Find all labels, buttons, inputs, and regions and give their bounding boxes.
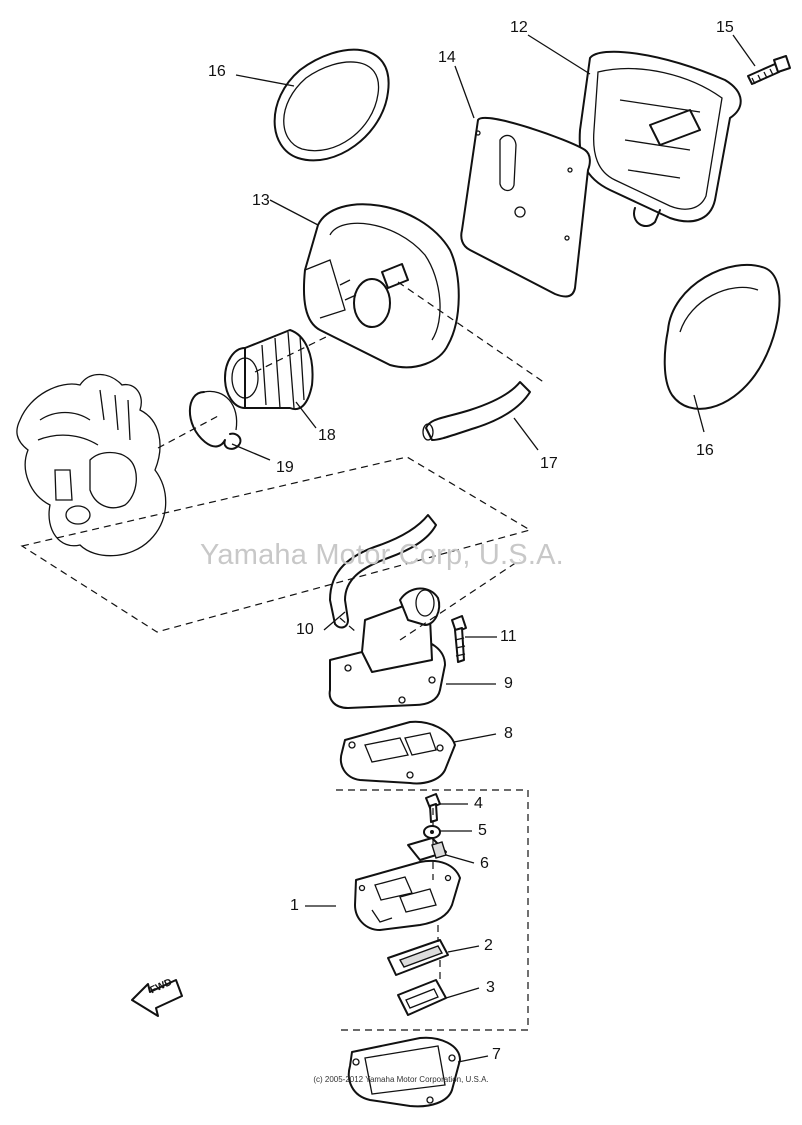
callout-11: 11	[500, 628, 517, 645]
callout-13: 13	[252, 192, 270, 209]
part-3-stopper	[397, 979, 447, 1016]
callout-2: 2	[484, 937, 493, 954]
copyright-text: (c) 2005-2012 Yamaha Motor Corporation, …	[313, 1075, 489, 1084]
callout-8: 8	[504, 725, 513, 742]
watermark-text: Yamaha Motor Corp, U.S.A.	[200, 539, 564, 571]
callout-16-right: 16	[696, 442, 714, 459]
callout-17: 17	[540, 455, 558, 472]
part-1-reed-valve-housing	[354, 859, 461, 931]
callout-15: 15	[716, 19, 734, 36]
part-14-element-plate	[460, 117, 591, 298]
part-17-hose	[422, 381, 531, 441]
callout-14: 14	[438, 49, 456, 66]
assembly-guide-lines	[20, 281, 546, 1031]
part-2-reed	[387, 939, 449, 976]
part-7-gasket	[347, 1036, 461, 1108]
callout-4: 4	[474, 795, 483, 812]
callout-10: 10	[296, 621, 314, 638]
part-8-gasket	[340, 720, 456, 785]
part-12-air-box-case	[578, 50, 742, 227]
part-16-cover-disc-right	[663, 263, 781, 410]
part-19-clamp	[189, 390, 242, 450]
callout-12: 12	[510, 19, 528, 36]
part-5-washer	[423, 825, 441, 839]
part-9-carburetor-joint	[328, 587, 446, 709]
part-16-cover-ring-top	[273, 48, 390, 162]
part-11-bolt	[451, 615, 467, 663]
fwd-arrow	[131, 979, 183, 1017]
callout-1: 1	[290, 897, 299, 914]
callout-9: 9	[504, 675, 513, 692]
callout-18: 18	[318, 427, 336, 444]
callout-16-top: 16	[208, 63, 226, 80]
callout-5: 5	[478, 822, 487, 839]
part-15-screw	[747, 55, 791, 85]
leader-lines	[231, 34, 756, 1063]
callout-3: 3	[486, 979, 495, 996]
part-6-stopper-plate	[407, 837, 447, 861]
callout-7: 7	[492, 1046, 501, 1063]
part-18-air-joint	[224, 329, 314, 410]
callout-19: 19	[276, 459, 294, 476]
engine-outline	[16, 373, 167, 557]
callout-6: 6	[480, 855, 489, 872]
part-10-breather-hose	[329, 514, 437, 629]
part-13-air-box-cap	[302, 203, 460, 369]
